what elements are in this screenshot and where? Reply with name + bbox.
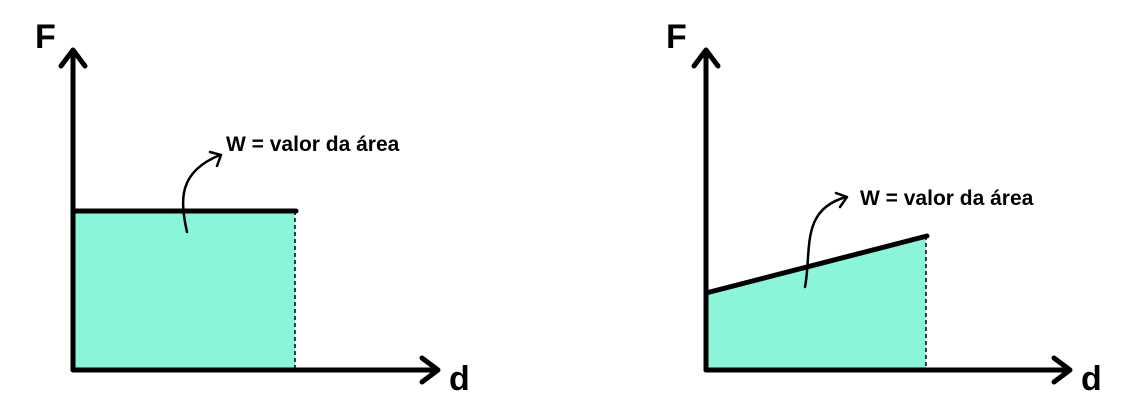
area-annotation: W = valor da área (860, 187, 1034, 210)
curved-arrow-icon (181, 150, 223, 234)
y-axis-label: F (35, 18, 56, 56)
y-axis-arrow (58, 47, 88, 373)
area-fill (706, 236, 926, 370)
area-annotation: W = valor da área (226, 133, 400, 156)
panel-constant-force: F d W = valor da área (35, 18, 470, 398)
y-axis-arrow (691, 47, 721, 373)
area-fill (73, 211, 295, 370)
y-axis-label: F (666, 18, 687, 56)
force-line (703, 233, 930, 296)
x-axis-arrow (703, 355, 1073, 385)
x-axis-arrow (70, 355, 441, 385)
x-axis-label: d (449, 360, 470, 398)
x-axis-label: d (1081, 360, 1102, 398)
curved-arrow-icon (803, 191, 849, 289)
panel-increasing-force: F d W = valor da área (666, 18, 1102, 398)
